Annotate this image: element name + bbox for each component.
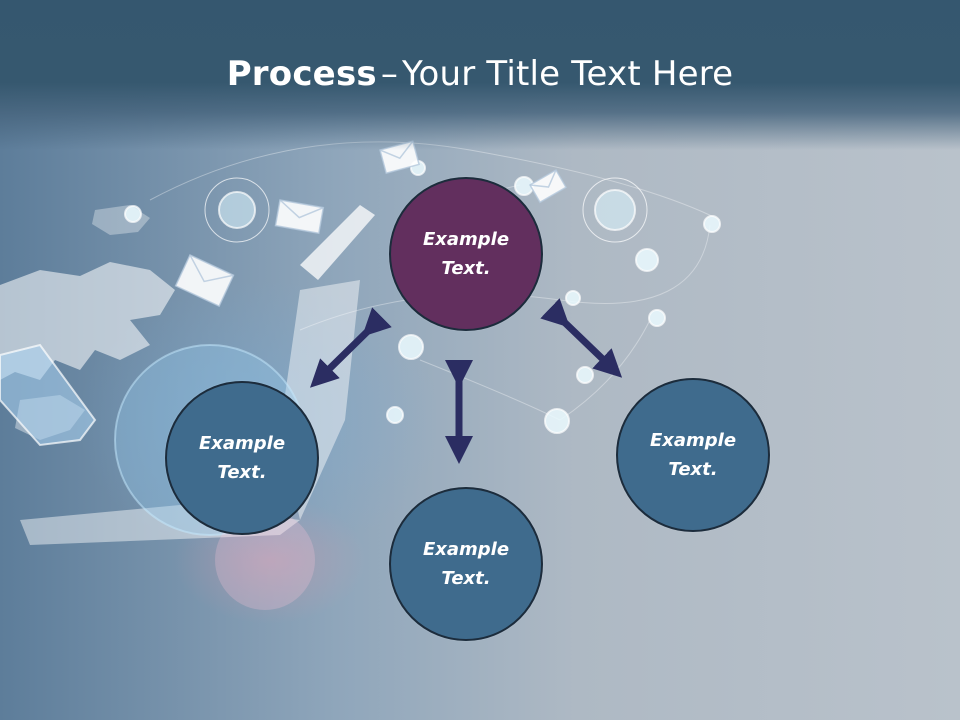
title-rest-text: Your Title Text Here: [402, 54, 734, 94]
process-node-right[interactable]: Example Text.: [616, 378, 770, 532]
process-node-left[interactable]: Example Text.: [165, 381, 319, 535]
tablet-device-graphic: [0, 343, 97, 447]
node-label: Example Text.: [422, 539, 510, 589]
title-bar: Process–Your Title Text Here: [0, 0, 960, 150]
node-label: Example Text.: [198, 433, 286, 483]
process-node-bottom[interactable]: Example Text.: [389, 487, 543, 641]
phone-graphic: [300, 205, 375, 280]
arrow-center-left: [310, 307, 392, 388]
title-dash: –: [380, 54, 399, 94]
process-node-center[interactable]: Example Text.: [389, 177, 543, 331]
slide-title[interactable]: Process–Your Title Text Here: [0, 52, 960, 96]
title-bold-text: Process: [226, 54, 377, 94]
arrow-center-right: [540, 298, 623, 378]
node-label: Example Text.: [649, 430, 737, 480]
node-label: Example Text.: [422, 229, 510, 279]
